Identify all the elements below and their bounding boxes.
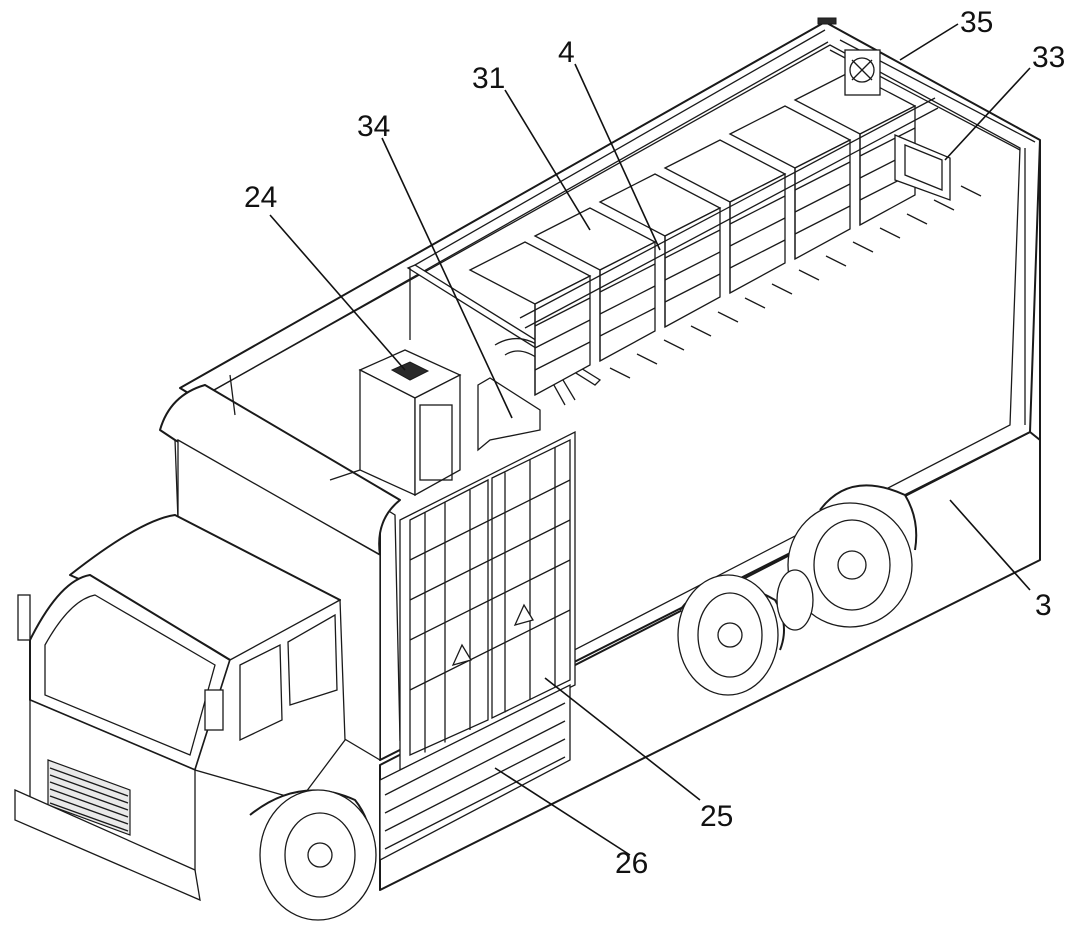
door-rib [409, 559, 571, 641]
rear-units [817, 17, 951, 201]
floor-slat [690, 325, 712, 337]
callout-35: 35 [960, 6, 993, 39]
floor-slat [663, 339, 685, 351]
rack-shelf [729, 217, 786, 247]
rack-shelf [729, 195, 786, 225]
grille-line [49, 781, 129, 811]
grille-line [49, 767, 129, 797]
rack-shelf [599, 263, 656, 293]
leader-34 [381, 137, 513, 419]
door-rib [409, 479, 571, 561]
floor-slat [933, 199, 955, 211]
rack-shelf [794, 205, 851, 235]
rack-shelf [794, 161, 851, 191]
leader-4 [574, 63, 661, 251]
rack-shelf [729, 239, 786, 269]
grille-line [49, 788, 129, 818]
rack-shelf [664, 251, 721, 281]
step-line [384, 738, 566, 832]
lower-steps [379, 683, 571, 862]
callout-4: 4 [558, 36, 575, 69]
rear-wheels [677, 484, 918, 696]
step-line [384, 756, 566, 850]
callout-3: 3 [1035, 589, 1052, 622]
control-cabinet [329, 349, 462, 497]
rack-shelf [534, 341, 591, 371]
leader-33 [944, 67, 1031, 161]
leader-26 [494, 767, 631, 856]
floor-slat [825, 255, 847, 267]
leader-35 [899, 23, 959, 61]
rack-shelf [859, 127, 916, 157]
door-rib [409, 519, 571, 601]
callout-31: 31 [472, 62, 505, 95]
floor-slat [906, 213, 928, 225]
door-rib [409, 609, 571, 691]
rack-shelf [794, 183, 851, 213]
door-frame [477, 377, 541, 452]
floor-slat [852, 241, 874, 253]
leader-25 [544, 677, 701, 801]
floor-slat [636, 353, 658, 365]
callout-26: 26 [615, 847, 648, 880]
leader-lines [269, 23, 1031, 856]
grille-line [49, 795, 129, 825]
callout-25: 25 [700, 800, 733, 833]
floor-slat [717, 311, 739, 323]
floor-slat [798, 269, 820, 281]
rack-shelf [534, 319, 591, 349]
floor-slat [771, 283, 793, 295]
leader-24 [269, 214, 406, 371]
callout-33: 33 [1032, 41, 1065, 74]
step-line [384, 720, 566, 814]
rack-shelf [664, 273, 721, 303]
rack-shelf [534, 297, 591, 327]
rack-shelf [664, 229, 721, 259]
rack-shelf [599, 307, 656, 337]
battery-racks [468, 71, 982, 397]
callout-labels: 35 33 4 31 34 24 3 25 26 [244, 6, 1065, 880]
callout-34: 34 [357, 110, 390, 143]
leader-3 [949, 499, 1031, 591]
truck-cab [14, 514, 377, 921]
floor-slat [744, 297, 766, 309]
floor-slat [960, 185, 982, 197]
container-doors [399, 430, 576, 772]
leader-31 [504, 89, 591, 231]
floor-slat [609, 367, 631, 379]
rack-shelf [599, 285, 656, 315]
floor-slat [879, 227, 901, 239]
callout-24: 24 [244, 181, 277, 214]
grille-line [49, 802, 129, 832]
step-line [384, 702, 566, 796]
grille-line [49, 774, 129, 804]
